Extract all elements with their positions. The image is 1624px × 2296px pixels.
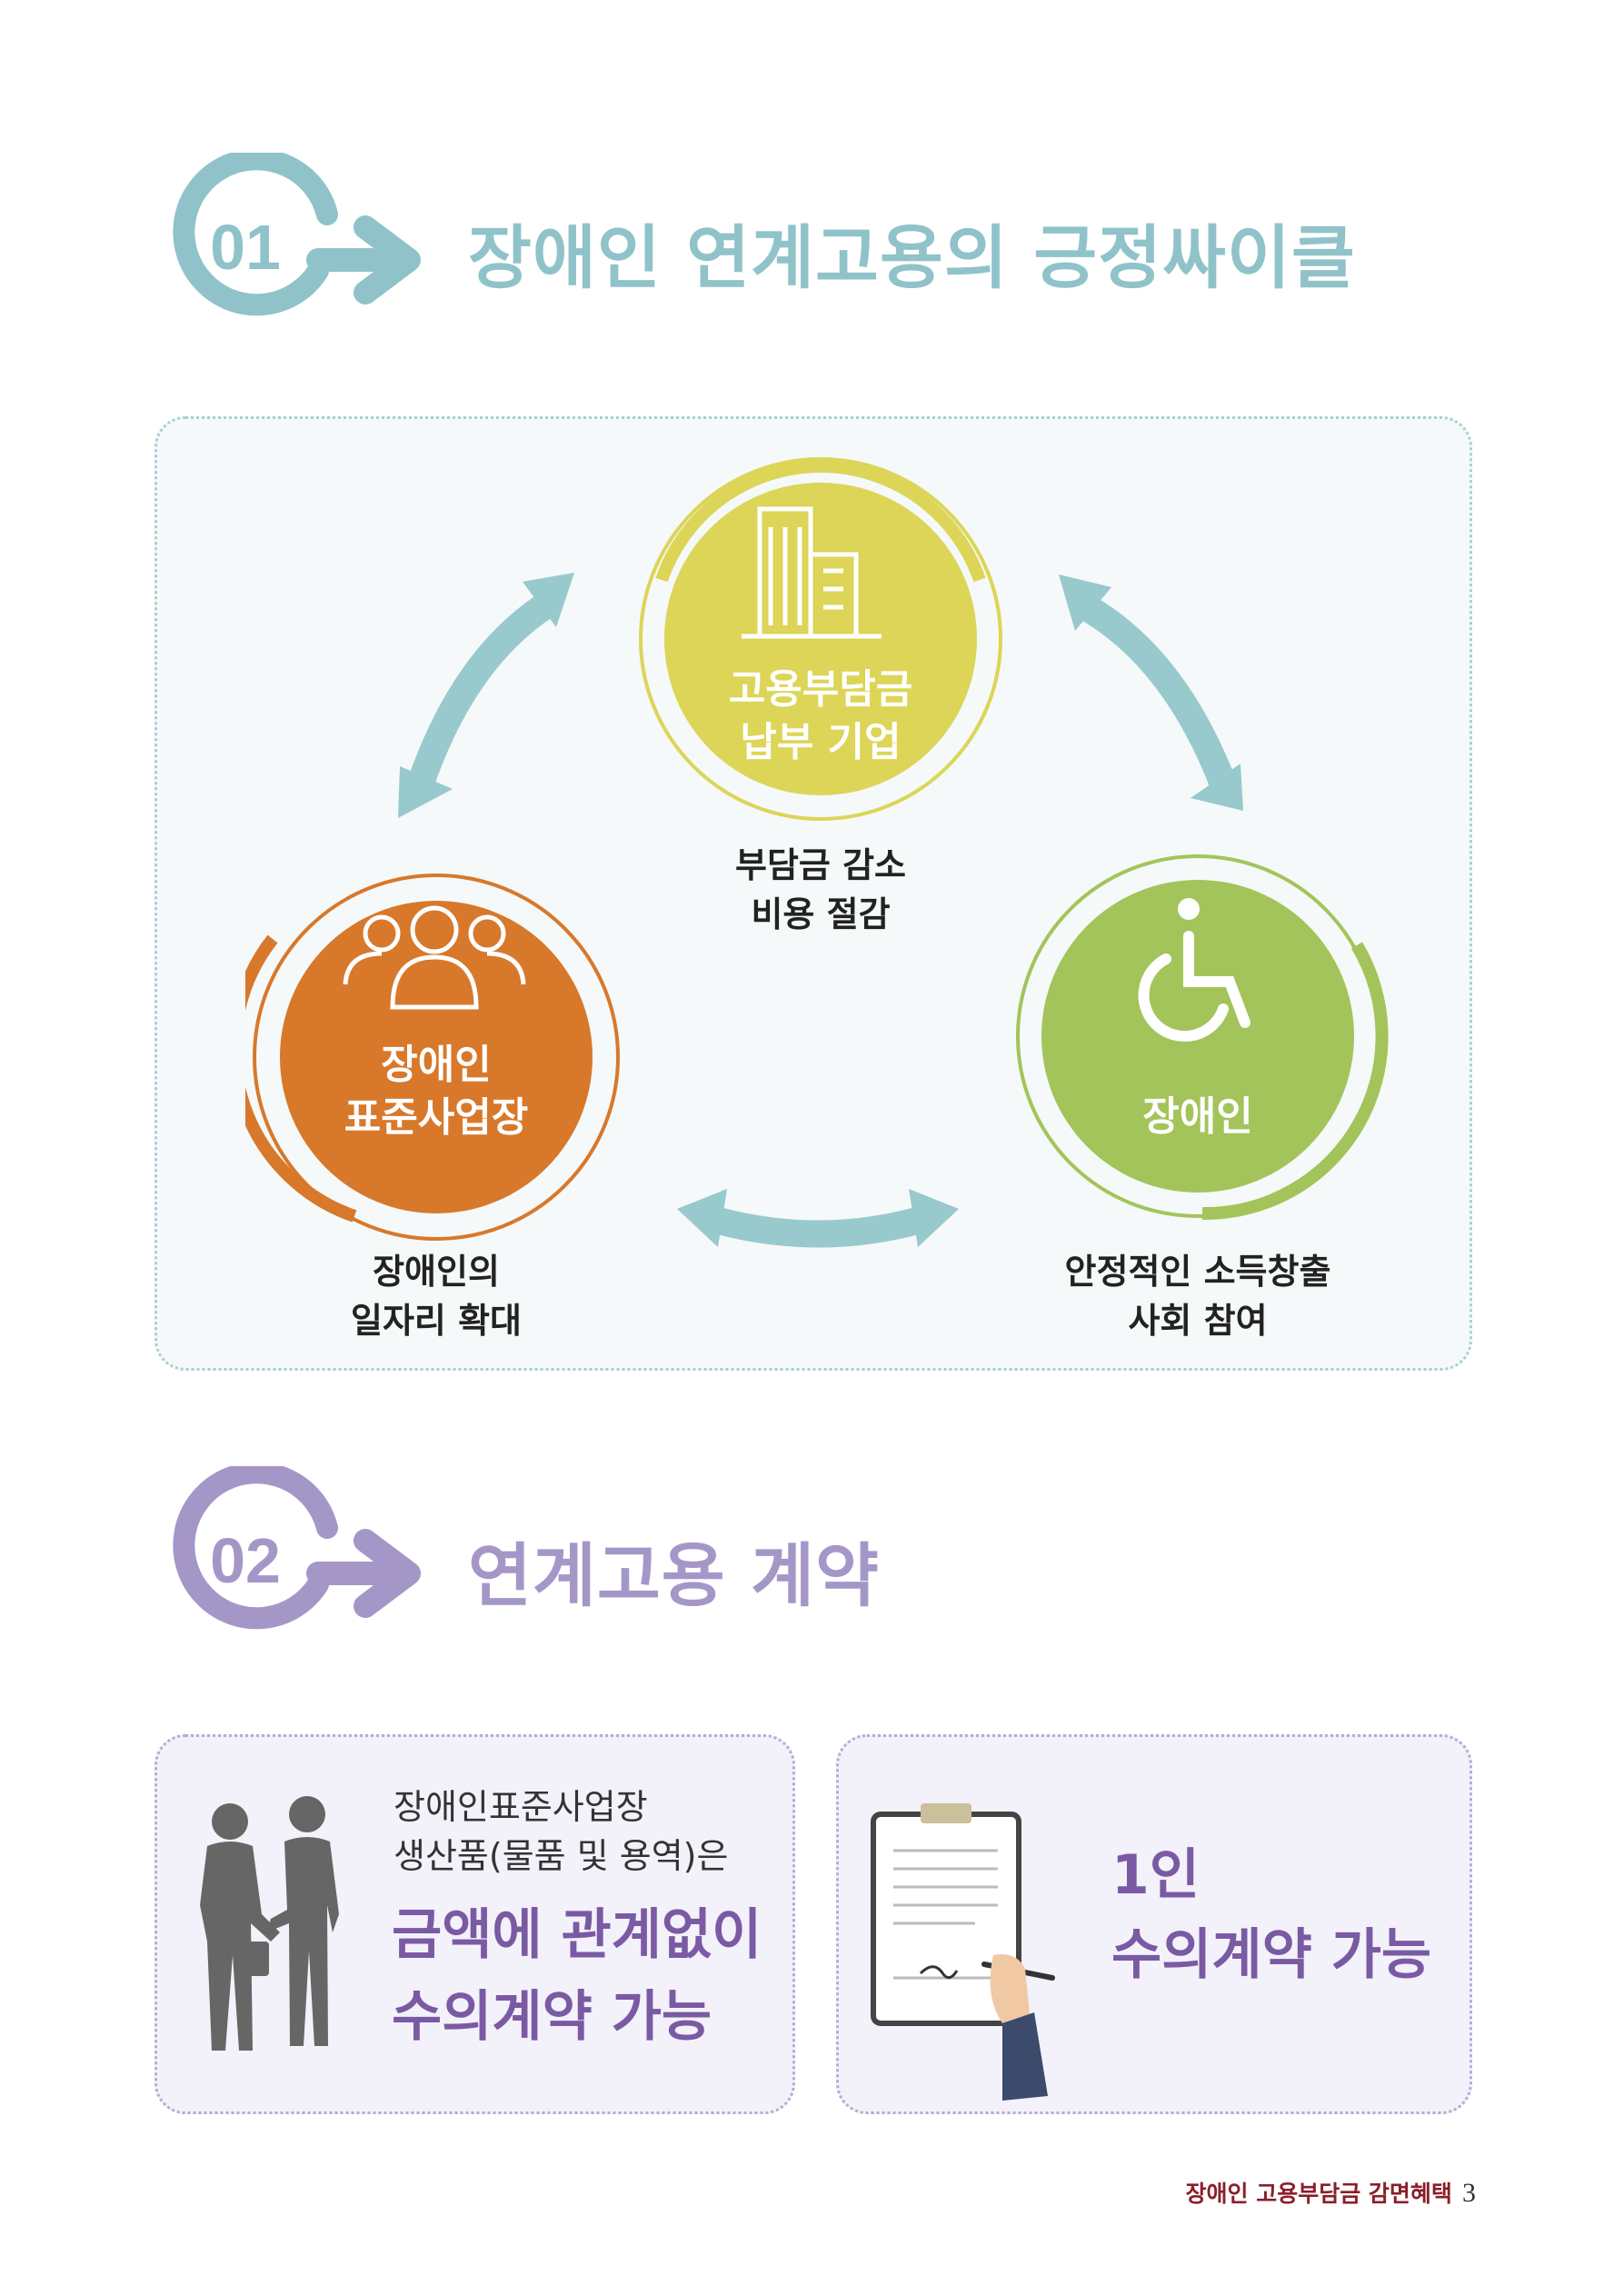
node-workplace-label: 장애인 표준사업장: [300, 1039, 573, 1144]
handshake-businessmen-icon: [200, 1796, 339, 2051]
contract-card-right: 1인 수의계약 가능: [836, 1734, 1472, 2114]
arrow-workplace-disabled: [677, 1189, 959, 1248]
page-number: 3: [1462, 2178, 1476, 2208]
clipboard-signing-icon: [871, 1803, 1055, 2101]
footer-title: 장애인 고용부담금 감면혜택: [1185, 2181, 1452, 2207]
node-disabled: [1016, 854, 1389, 1221]
node-workplace-line1: 장애인: [381, 1042, 492, 1088]
caption-disabled-line2: 사회 참여: [1128, 1301, 1268, 1341]
arrow-company-workplace: [398, 573, 574, 818]
node-disabled-label: 장애인: [1142, 1093, 1253, 1140]
card-left-highlight1: 금액에 관계없이: [392, 1903, 762, 1967]
contract-card-left: 장애인표준사업장 생산품(물품 및 용역)은 금액에 관계없이 수의계약 가능: [154, 1734, 795, 2114]
people-group-icon: [343, 905, 526, 1010]
card-left-highlight2: 수의계약 가능: [392, 1985, 712, 2049]
caption-workplace-line2: 일자리 확대: [350, 1301, 523, 1341]
card-left-line2: 생산품(물품 및 용역)은: [394, 1836, 729, 1876]
caption-disabled-line1: 안정적인 소득창출: [1064, 1252, 1331, 1292]
section1-number: 01: [210, 212, 281, 283]
section2-badge: 02: [173, 1466, 421, 1630]
section1-badge: 01: [173, 153, 421, 316]
node-company-line2: 납부 기업: [740, 719, 902, 765]
caption-company-line2: 비용 절감: [751, 894, 891, 934]
node-company-line1: 고용부담금: [728, 666, 913, 713]
caption-disabled: 안정적인 소득창출 사회 참여: [1016, 1247, 1380, 1345]
node-company: [639, 457, 1002, 821]
section2-title: 연계고용 계약: [468, 1535, 880, 1616]
card-left-line1: 장애인표준사업장: [394, 1787, 648, 1827]
node-company-label: 고용부담금 납부 기업: [684, 664, 957, 769]
node-workplace: [245, 873, 620, 1241]
page-footer: 장애인 고용부담금 감면혜택 3: [1185, 2176, 1476, 2209]
card-right-highlight1: 1인: [1111, 1843, 1200, 1907]
section1-title: 장애인 연계고용의 긍정싸이클: [468, 217, 1356, 298]
card-right-highlight2: 수의계약 가능: [1111, 1923, 1432, 1987]
node-workplace-line2: 표준사업장: [344, 1094, 529, 1141]
caption-company: 부담금 감소 비용 절감: [684, 841, 957, 939]
arrow-company-disabled: [1059, 574, 1243, 811]
office-building-icon: [742, 506, 882, 639]
caption-workplace: 장애인의 일자리 확대: [300, 1247, 573, 1345]
wheelchair-icon: [1138, 898, 1250, 1043]
section2-number: 02: [210, 1525, 281, 1596]
caption-company-line1: 부담금 감소: [734, 845, 907, 885]
caption-workplace-line1: 장애인의: [373, 1252, 500, 1292]
